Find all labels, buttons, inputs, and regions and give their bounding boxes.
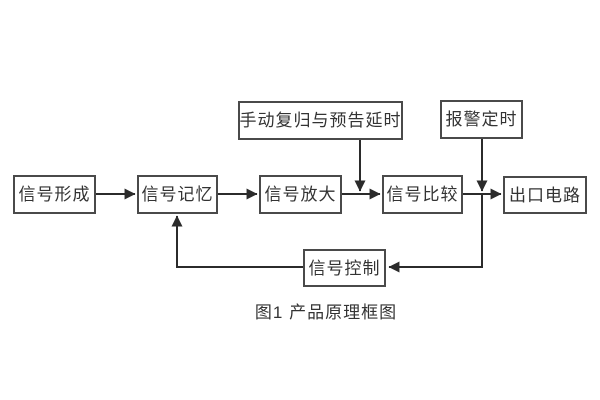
node-alarm-timing-label: 报警定时 <box>445 110 518 129</box>
node-alarm-timing: 报警定时 <box>440 100 523 139</box>
node-signal-memory: 信号记忆 <box>137 175 218 214</box>
node-signal-formation-label: 信号形成 <box>18 185 91 204</box>
node-output-circuit-label: 出口电路 <box>509 185 581 205</box>
arrow-control-to-memory <box>171 215 303 268</box>
node-manual-reset-delay: 手动复归与预告延时 <box>238 101 403 140</box>
node-signal-control-label: 信号控制 <box>308 258 381 278</box>
node-signal-amplify-label: 信号放大 <box>264 185 337 204</box>
figure-caption: 图1 产品原理框图 <box>254 303 398 322</box>
node-signal-amplify: 信号放大 <box>259 175 342 214</box>
node-signal-compare-label: 信号比较 <box>386 185 459 204</box>
node-signal-control: 信号控制 <box>303 249 386 287</box>
node-signal-memory-label: 信号记忆 <box>141 185 214 204</box>
node-manual-reset-delay-label: 手动复归与预告延时 <box>239 111 402 130</box>
node-signal-formation: 信号形成 <box>13 175 96 214</box>
node-output-circuit: 出口电路 <box>503 176 587 214</box>
node-signal-compare: 信号比较 <box>382 175 463 214</box>
